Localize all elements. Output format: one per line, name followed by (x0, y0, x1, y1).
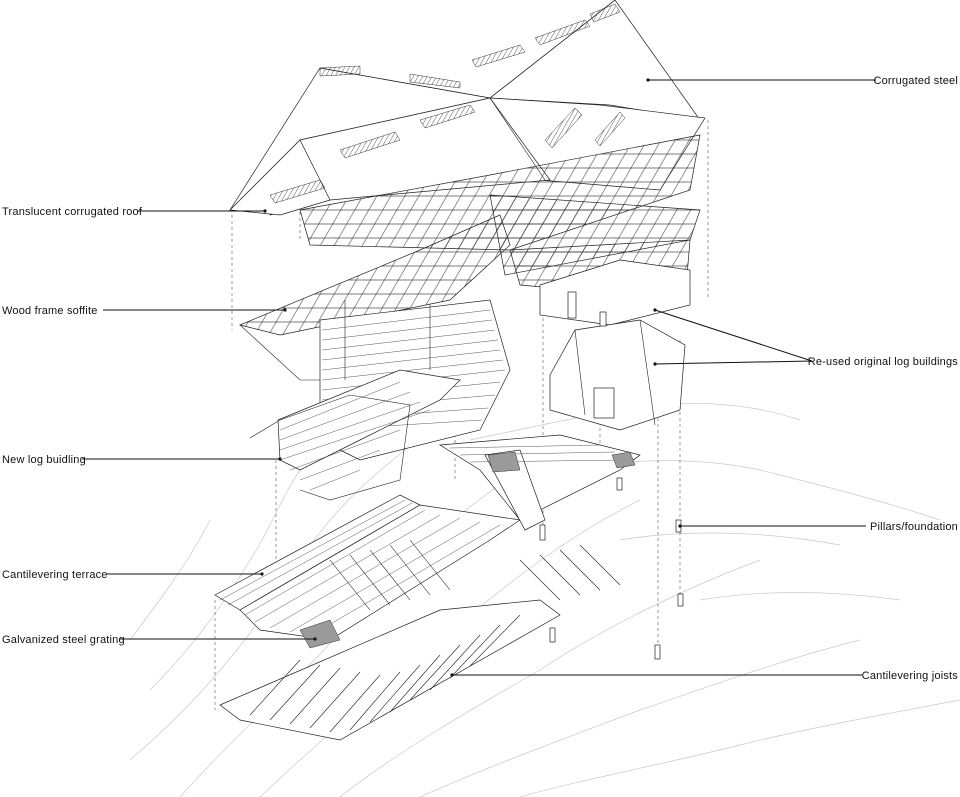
label-galvanized-grating: Galvanized steel grating (2, 634, 125, 646)
label-cantilevering-joists: Cantilevering joists (862, 670, 959, 682)
leader-lines (82, 78, 876, 677)
steel-grating-patch (299, 619, 341, 649)
wood-frame-soffite (238, 214, 511, 381)
callout-labels: Corrugated steel Translucent corrugated … (2, 75, 958, 682)
joist-lines (249, 614, 521, 733)
pillars (539, 477, 684, 660)
label-corrugated-steel: Corrugated steel (873, 75, 958, 87)
label-new-log-building: New log buidling (2, 454, 86, 466)
lower-log-courses (279, 381, 431, 491)
label-cantilevering-terrace: Cantilevering terrace (2, 569, 108, 581)
topography-contours (129, 403, 960, 797)
label-reused-log-buildings: Re-used original log buildings (808, 356, 959, 368)
label-translucent-roof: Translucent corrugated roof (2, 206, 143, 218)
cantilevering-joists (219, 539, 621, 741)
deck-board-lines (219, 444, 626, 637)
label-pillars: Pillars/foundation (870, 521, 958, 533)
upper-joists (329, 539, 621, 611)
reused-log-buildings (539, 259, 691, 431)
cantilevering-terrace (214, 434, 641, 649)
label-wood-soffite: Wood frame soffite (2, 305, 98, 317)
new-log-building (249, 299, 511, 501)
